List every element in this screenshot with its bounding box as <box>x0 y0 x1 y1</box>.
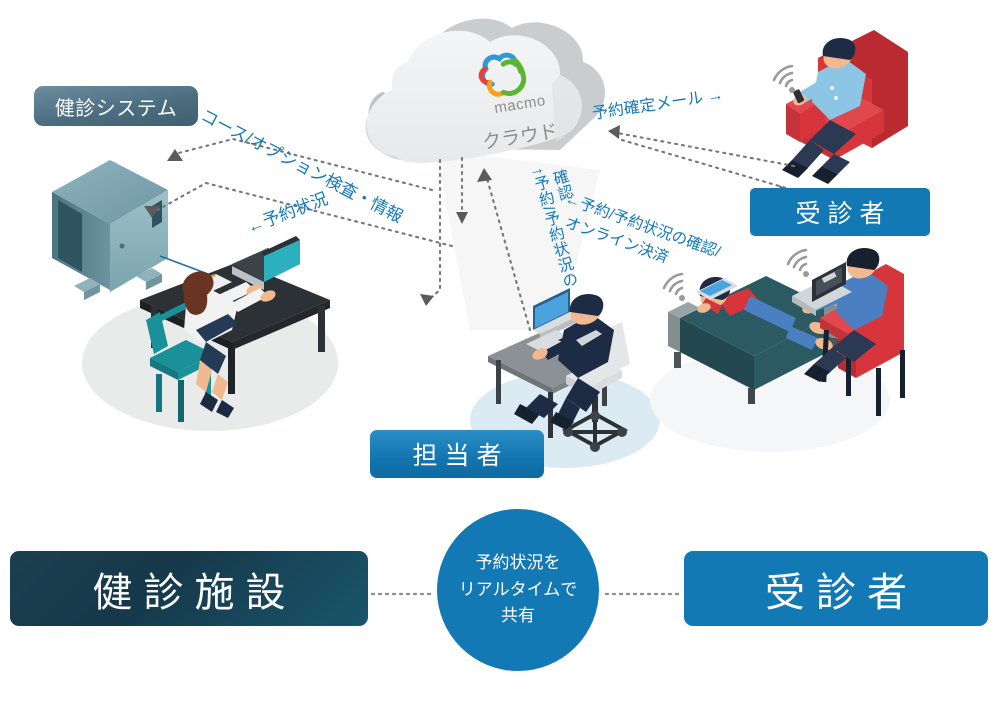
badge-health-checkup-system: 健診システム <box>34 86 198 126</box>
box-patient: 受診者 <box>684 551 988 626</box>
staff-man-desktop <box>488 288 630 452</box>
patient-man-smartphone <box>772 30 908 184</box>
clinic-staff-woman-laptop <box>140 236 330 422</box>
circle-line-1: 予約状況を <box>475 553 561 573</box>
arrowhead-down-to-staff <box>456 212 468 224</box>
arrowhead-to-cloud-right <box>608 125 620 139</box>
wifi-icon <box>662 272 685 301</box>
badge-staff: 担当者 <box>370 430 544 478</box>
macmo-logo-icon <box>478 52 527 97</box>
arrowhead-up-to-cloud <box>477 168 492 182</box>
circle-realtime-share: 予約状況を リアルタイムで 共有 <box>437 509 599 671</box>
box-facility: 健診施設 <box>10 551 368 626</box>
arrowhead-to-system <box>167 149 183 161</box>
wifi-icon <box>772 64 795 93</box>
cloud-shape <box>365 18 605 330</box>
circle-line-3: 共有 <box>501 606 535 626</box>
badge-patient-top: 受診者 <box>750 188 930 236</box>
arrowhead-to-cloud-low <box>144 206 160 218</box>
arrowhead-down-left <box>420 294 434 306</box>
patient-man-laptop <box>786 247 905 416</box>
circle-line-2: リアルタイムで <box>458 579 578 599</box>
wifi-icon <box>786 248 809 277</box>
floor-shadow-patients <box>650 348 890 452</box>
